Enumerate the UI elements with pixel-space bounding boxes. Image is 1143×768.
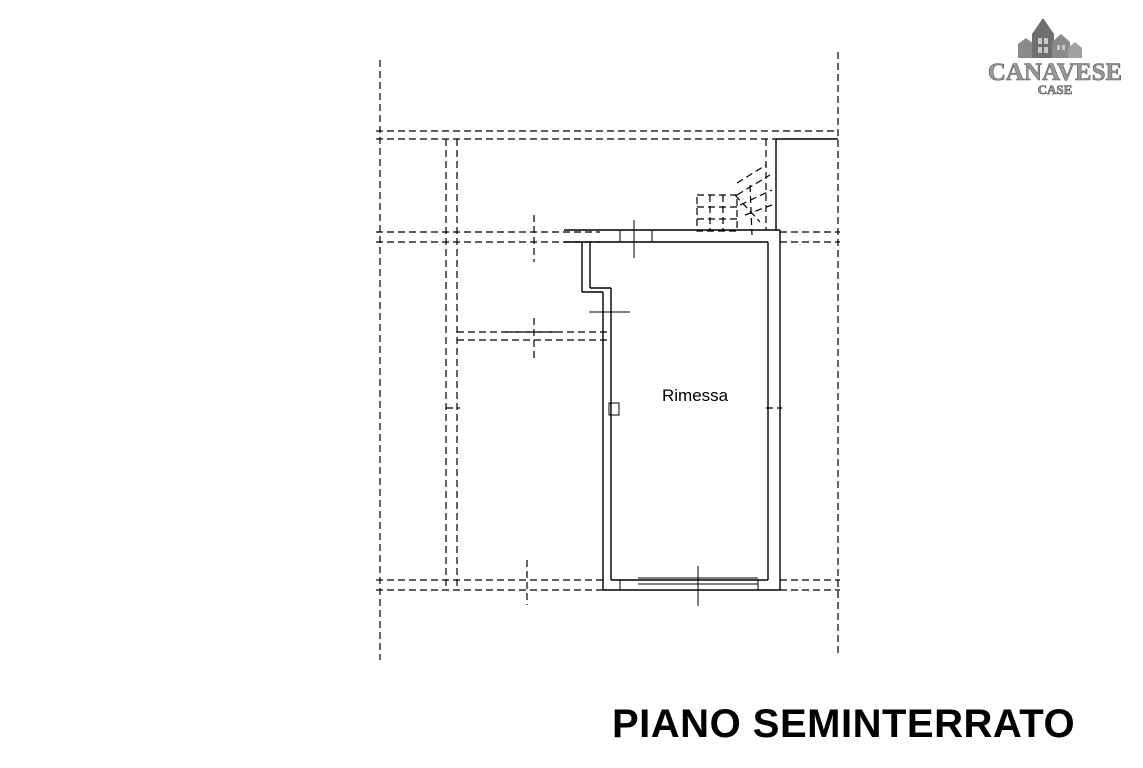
room-walls bbox=[446, 138, 838, 606]
company-logo: CANAVESE CASE bbox=[988, 18, 1122, 97]
logo-subtitle: CASE bbox=[1038, 82, 1073, 97]
room-label-rimessa: Rimessa bbox=[662, 386, 729, 405]
houses-icon bbox=[1018, 18, 1082, 58]
dashed-boundaries bbox=[376, 52, 840, 660]
stair-outline bbox=[696, 164, 773, 236]
floor-title: PIANO SEMINTERRATO bbox=[612, 702, 1076, 746]
logo-name: CANAVESE bbox=[988, 59, 1122, 86]
